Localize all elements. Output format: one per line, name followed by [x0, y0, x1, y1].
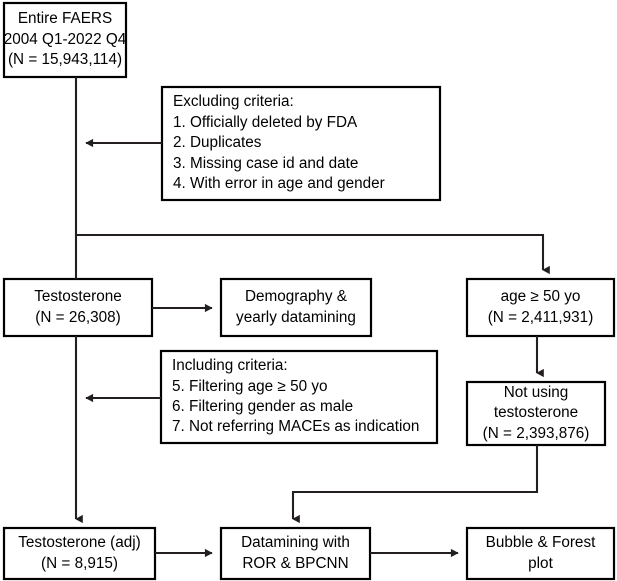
edge-not-using-to-datamining	[291, 445, 539, 524]
edge-trunk-to-age50	[76, 233, 550, 275]
age-50-box	[465, 277, 616, 338]
testosterone-box	[2, 277, 154, 338]
not-using-testosterone-box	[465, 380, 607, 447]
including-criteria-box	[159, 349, 439, 445]
entire-faers-box	[2, 1, 128, 79]
excluding-criteria-box	[160, 85, 442, 202]
bubble-forest-box	[465, 526, 616, 581]
testosterone-adj-box	[2, 526, 157, 581]
datamining-box	[219, 526, 372, 581]
demography-box	[219, 277, 373, 338]
